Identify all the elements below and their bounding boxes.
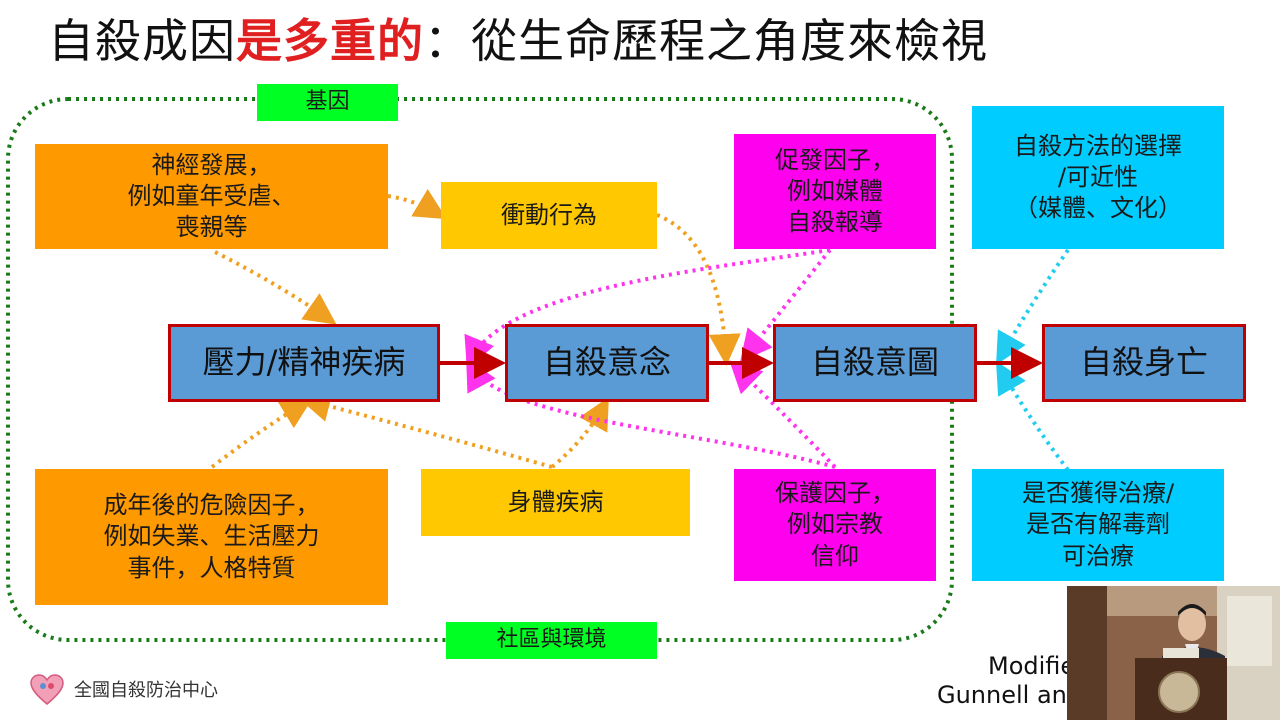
title-highlight: 是多重的 xyxy=(236,14,424,68)
arrow-adult-to-stress xyxy=(210,397,313,469)
organization-name: 全國自殺防治中心 xyxy=(74,680,218,701)
credit-line-1: Modifie xyxy=(988,652,1076,680)
box-method-access: 自殺方法的選擇 /可近性 （媒體、文化） xyxy=(972,106,1224,249)
box-neuro-development: 神經發展， 例如童年受虐、 喪親等 xyxy=(35,144,388,249)
box-physical-illness: 身體疾病 xyxy=(421,469,690,536)
box-suicidal-ideation: 自殺意念 xyxy=(505,324,709,402)
arrow-neuro-to-stress xyxy=(214,250,337,325)
arrow-neuro-to-impulsivity xyxy=(387,188,447,220)
box-impulsivity: 衝動行為 xyxy=(441,182,657,249)
label-genes: 基因 xyxy=(257,84,398,121)
arrow-precipitating-to-stress xyxy=(464,248,831,370)
title-prefix: 自殺成因 xyxy=(48,14,236,68)
box-suicide-death: 自殺身亡 xyxy=(1042,324,1246,402)
arrow-method-to-intent-death xyxy=(996,248,1070,365)
slide-title: 自殺成因是多重的：從生命歷程之角度來檢視 xyxy=(48,6,988,76)
box-protective-factors: 保護因子， 例如宗教 信仰 xyxy=(734,469,936,581)
box-precipitating-factors: 促發因子， 例如媒體 自殺報導 xyxy=(734,134,936,249)
arrow-physical-to-stress xyxy=(298,390,553,469)
box-stress-mental-illness: 壓力/精神疾病 xyxy=(168,324,440,402)
box-adult-risk-factors: 成年後的危險因子， 例如失業、生活壓力 事件，人格特質 xyxy=(35,469,388,605)
box-suicidal-intent: 自殺意圖 xyxy=(773,324,977,402)
box-treatment-antidote: 是否獲得治療/ 是否有解毒劑 可治療 xyxy=(972,469,1224,581)
arrow-physical-to-ideation xyxy=(550,397,609,469)
presenter-video-thumbnail xyxy=(1067,586,1280,720)
arrow-protective-to-stress xyxy=(466,357,836,469)
credit-line-2: Gunnell anc xyxy=(937,681,1081,709)
label-community-environment: 社區與環境 xyxy=(446,622,657,659)
heart-logo-icon xyxy=(30,674,64,706)
arrow-precipitating-to-intent xyxy=(739,248,832,363)
title-suffix: ：從生命歷程之角度來檢視 xyxy=(424,14,988,68)
